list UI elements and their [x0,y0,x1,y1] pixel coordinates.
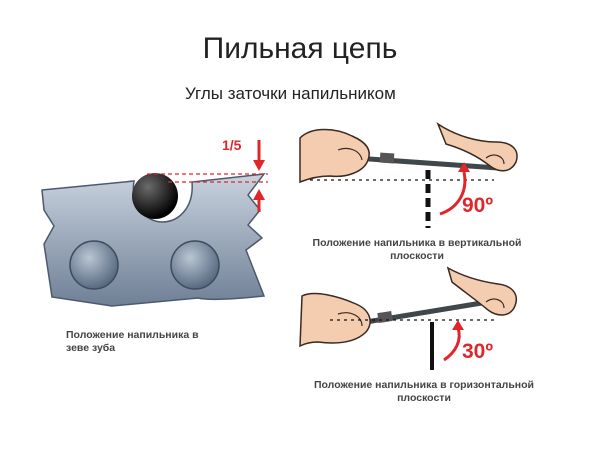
vertical-plane-illustration [299,122,518,228]
rivet-left [69,240,119,290]
angle-30-label: 30º [462,340,493,363]
arrow-down [253,160,265,171]
caption-vertical-line2: плоскости [390,250,444,262]
fraction-label: 1/5 [222,137,242,153]
page-title: Пильная цепь [202,32,398,65]
caption-tooth-line1: Положение напильника в [66,329,199,341]
caption-horizontal-line2: плоскости [397,392,451,404]
angle-90-label: 90º [462,194,493,217]
page-subtitle: Углы заточки напильником [185,84,396,103]
arrow-up [253,189,265,200]
depth-marker [147,140,268,212]
caption-horizontal-line1: Положение напильника в горизонтальной [313,379,535,391]
caption-tooth-line2: зеве зуба [66,342,116,354]
caption-tooth: Положение напильника в зеве зуба [66,329,199,355]
caption-vertical-line1: Положение напильника в вертикальной [312,237,522,249]
caption-horizontal: Положение напильника в горизонтальной пл… [299,379,549,405]
file-cross-section [132,173,178,219]
rivet-right [170,240,220,290]
chain-tooth [41,173,266,307]
caption-vertical: Положение напильника в вертикальной плос… [297,237,537,263]
horizontal-plane-illustration [299,266,518,370]
